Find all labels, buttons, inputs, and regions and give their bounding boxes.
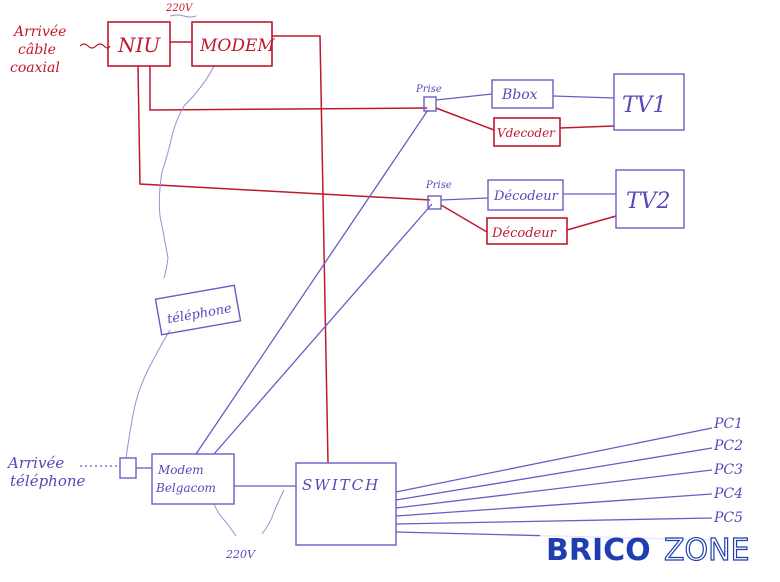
pc1-label: PC1 — [713, 416, 743, 432]
coax-input-line — [79, 43, 111, 49]
switch-pc5-line — [395, 517, 713, 525]
bbox-label: Bbox — [501, 87, 538, 103]
tv2-label: TV2 — [626, 189, 671, 214]
prise1-label: Prise — [415, 84, 442, 95]
niu-prise2-line — [137, 65, 431, 201]
bricozone-logo: BRICO ZONE — [540, 522, 772, 572]
vdecoder-tv1-line — [559, 125, 615, 129]
niu-label: NIU — [117, 33, 161, 57]
power-label-top: 220V — [165, 3, 194, 14]
decoder-box — [487, 179, 564, 211]
power-label-bottom: 220V — [225, 548, 256, 561]
coax-input-label-3: coaxial — [10, 60, 60, 76]
modem-switch-line — [272, 35, 329, 464]
niu-prise1-line — [149, 66, 428, 111]
switch-pc2-line — [395, 447, 713, 501]
power-wire-top — [169, 14, 197, 18]
prise2-decoder-red-line — [440, 204, 488, 233]
switch-box — [295, 462, 397, 546]
decoder-red-tv2-line — [566, 215, 617, 231]
telephone-box — [154, 284, 242, 336]
modem-belgacom-box — [151, 453, 235, 505]
phone-wire-bottom — [125, 329, 171, 459]
belgacom-prise2-line — [213, 203, 433, 455]
prise1-vdecoder-line — [435, 107, 495, 131]
power-wire-right — [261, 489, 285, 535]
decoder-label: Décodeur — [493, 189, 559, 204]
tel-socket — [119, 457, 137, 479]
modem-box — [191, 21, 273, 67]
vdecoder-label: Vdecoder — [497, 126, 556, 140]
modem-label: MODEM — [199, 36, 275, 56]
power-wire-left — [213, 503, 237, 537]
vdecoder-box — [493, 117, 561, 147]
coax-input-label-1: Arrivée — [12, 24, 66, 40]
prise1-bbox-line — [435, 93, 493, 101]
bbox-box — [491, 79, 554, 109]
coax-input-label-2: câble — [18, 42, 56, 58]
tv1-label: TV1 — [622, 93, 667, 118]
switch-pc4-line — [395, 493, 713, 517]
switch-pc3-line — [395, 469, 713, 509]
prise2-decoder-line — [440, 197, 489, 201]
prise2-socket — [427, 195, 442, 210]
phone-wire-top — [158, 65, 215, 279]
tv1-box — [613, 73, 685, 131]
logo-brand-right: ZONE — [664, 533, 750, 568]
belgacom-prise1-line — [195, 109, 429, 455]
bbox-tv1-line — [552, 95, 615, 99]
switch-pc1-line — [395, 427, 713, 493]
prise1-socket — [423, 96, 437, 112]
tel-input-label-1: Arrivée — [6, 454, 64, 472]
modem-belgacom-label-2: Belgacom — [155, 481, 216, 495]
decoder-red-label: Décodeur — [491, 226, 557, 241]
tv2-box — [615, 169, 685, 229]
modem-belgacom-label-1: Modem — [157, 463, 204, 477]
tel-input-label-2: téléphone — [10, 472, 86, 490]
niu-box — [107, 21, 171, 67]
pc4-label: PC4 — [713, 486, 743, 502]
pc2-label: PC2 — [713, 438, 743, 454]
pc3-label: PC3 — [713, 462, 743, 478]
switch-label: SWITCH — [302, 476, 380, 494]
decoder-red-box — [486, 217, 568, 245]
logo-brand-left: BRICO — [546, 533, 651, 568]
prise2-label: Prise — [425, 180, 452, 191]
